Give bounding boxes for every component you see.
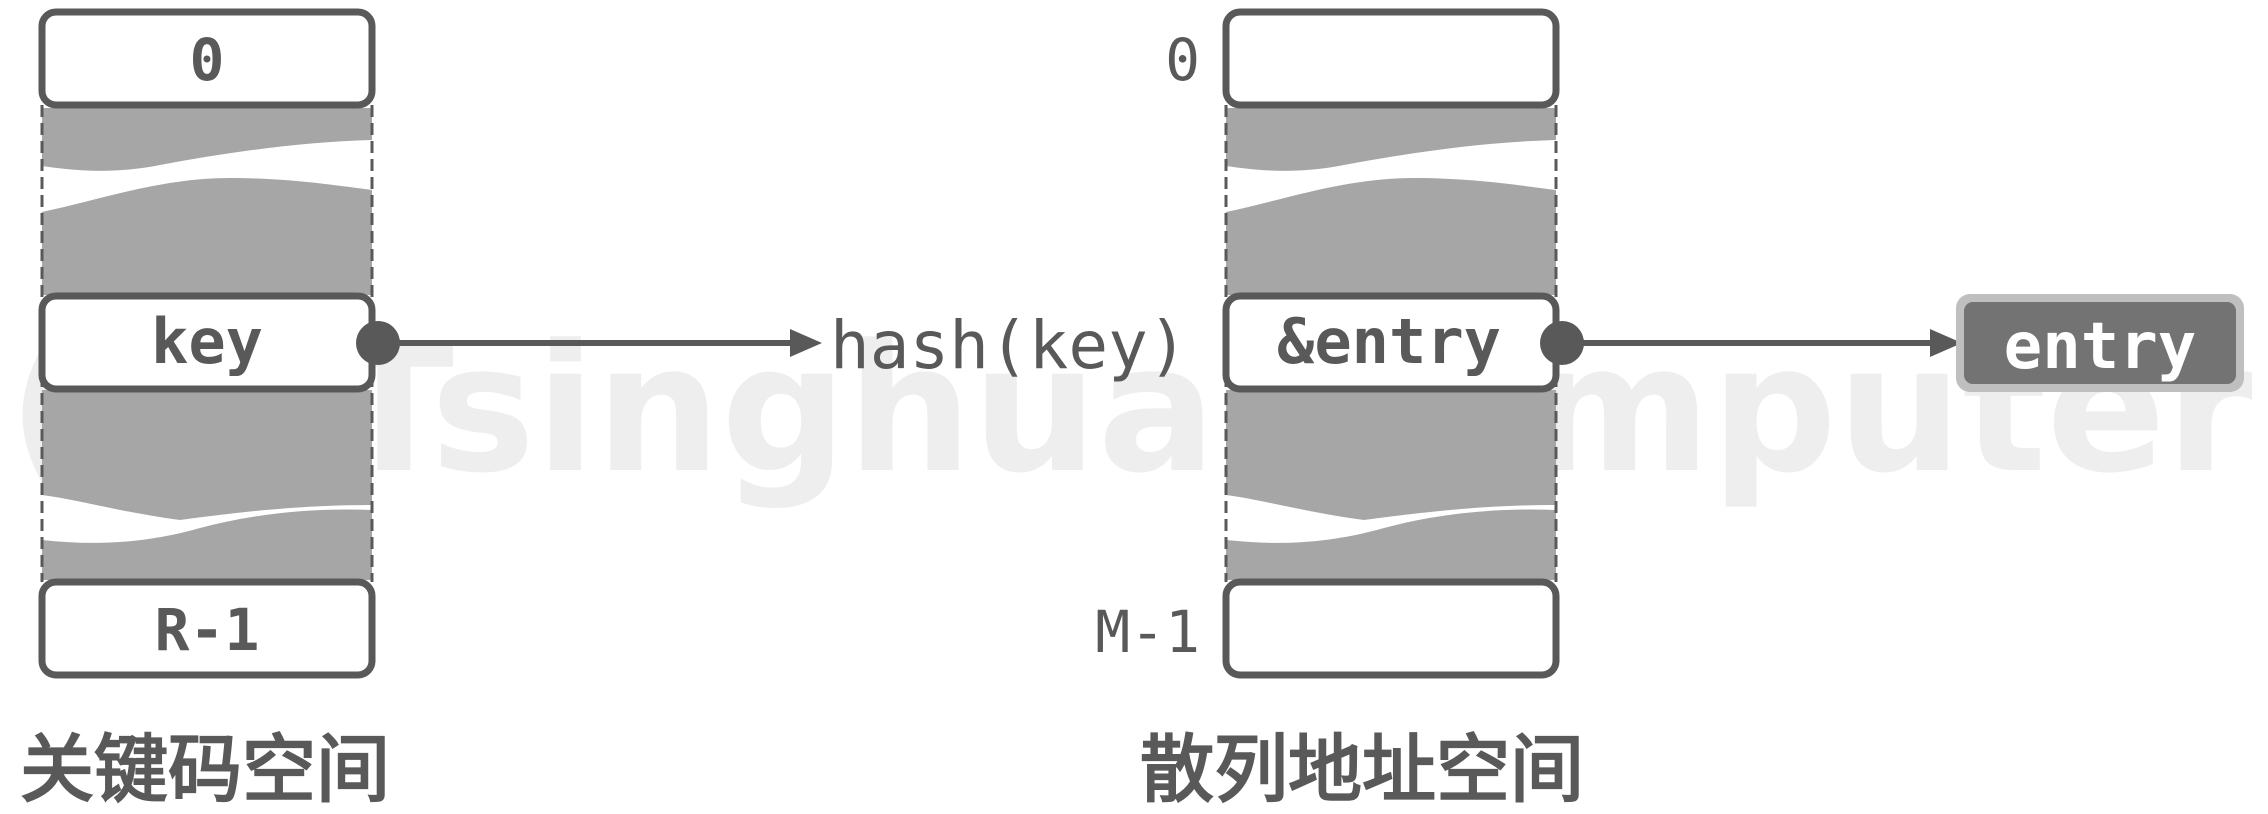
key-space-first-label: 0 — [190, 26, 225, 94]
address-space-band-lower — [1226, 509, 1556, 580]
key-space-band-upper — [42, 108, 372, 171]
address-space-caption: 散列地址空间 — [1140, 727, 1584, 813]
address-space-last-label: M-1 — [1095, 598, 1200, 666]
key-space-key-label: key — [151, 305, 263, 378]
hash-function-label: hash(key) — [830, 307, 1188, 384]
address-space-band-mid-top — [1226, 178, 1556, 295]
entry-label: entry — [2004, 310, 2197, 384]
hash-arrow-head — [790, 329, 822, 357]
key-space-band-mid-bottom — [42, 390, 372, 520]
entry-box-fill — [1964, 302, 2236, 384]
address-space-band-mid-bottom — [1226, 390, 1556, 520]
key-space-slot-first — [38, 8, 376, 109]
address-space-entry-ref-label: &entry — [1277, 305, 1501, 378]
key-space-band-mid-top — [42, 178, 372, 295]
entry-box: entry — [1956, 294, 2244, 392]
address-space-first-label: 0 — [1165, 26, 1200, 94]
key-space-band-lower — [42, 509, 372, 580]
address-space-slot-last — [1222, 578, 1560, 679]
address-space-slot-first — [1222, 8, 1560, 109]
key-space-slot-last — [38, 578, 376, 679]
key-space-column: 0 key R-1 关键码空间 — [20, 8, 390, 813]
address-space-band-upper — [1226, 108, 1556, 171]
key-space-caption: 关键码空间 — [20, 727, 390, 813]
entry-arrow-head — [1930, 329, 1962, 357]
key-space-last-label: R-1 — [155, 596, 260, 664]
entry-arrow — [1540, 321, 1962, 365]
hash-arrow — [356, 321, 822, 365]
address-space-column: 0 &entry M-1 散列地址空间 — [1095, 8, 1584, 813]
